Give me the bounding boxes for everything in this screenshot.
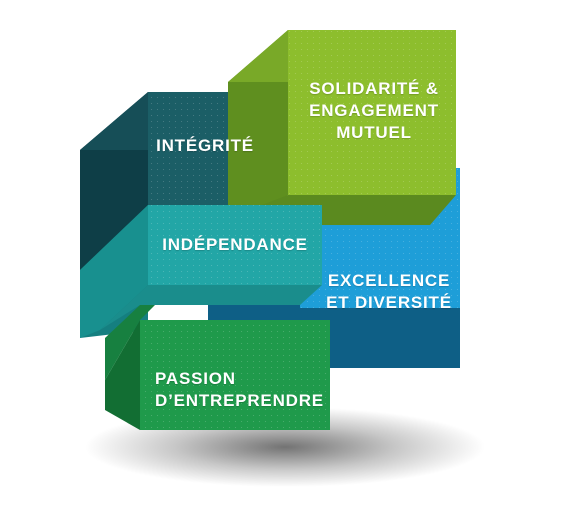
label-integrite-line-1: INTÉGRITÉ — [156, 136, 254, 155]
label-solidarite-line-3: MUTUEL — [336, 123, 412, 142]
label-excellence-line-1: EXCELLENCE — [327, 271, 451, 290]
block-passion — [105, 305, 330, 430]
block-solidarite — [228, 30, 456, 235]
label-passion-line-1: PASSION — [155, 369, 236, 388]
label-solidarite: SOLIDARITÉ & ENGAGEMENT MUTUEL — [300, 78, 448, 144]
label-independance: INDÉPENDANCE — [150, 234, 320, 256]
label-excellence-line-2: ET DIVERSITÉ — [326, 293, 452, 312]
label-passion-line-2: D’ENTREPRENDRE — [155, 391, 324, 410]
label-solidarite-line-2: ENGAGEMENT — [309, 101, 439, 120]
label-integrite: INTÉGRITÉ — [152, 135, 258, 157]
label-excellence: EXCELLENCE ET DIVERSITÉ — [320, 270, 458, 314]
label-passion: PASSION D’ENTREPRENDRE — [155, 368, 327, 412]
block-independance — [80, 205, 322, 338]
label-independance-line-1: INDÉPENDANCE — [162, 235, 308, 254]
label-solidarite-line-1: SOLIDARITÉ & — [309, 79, 439, 98]
